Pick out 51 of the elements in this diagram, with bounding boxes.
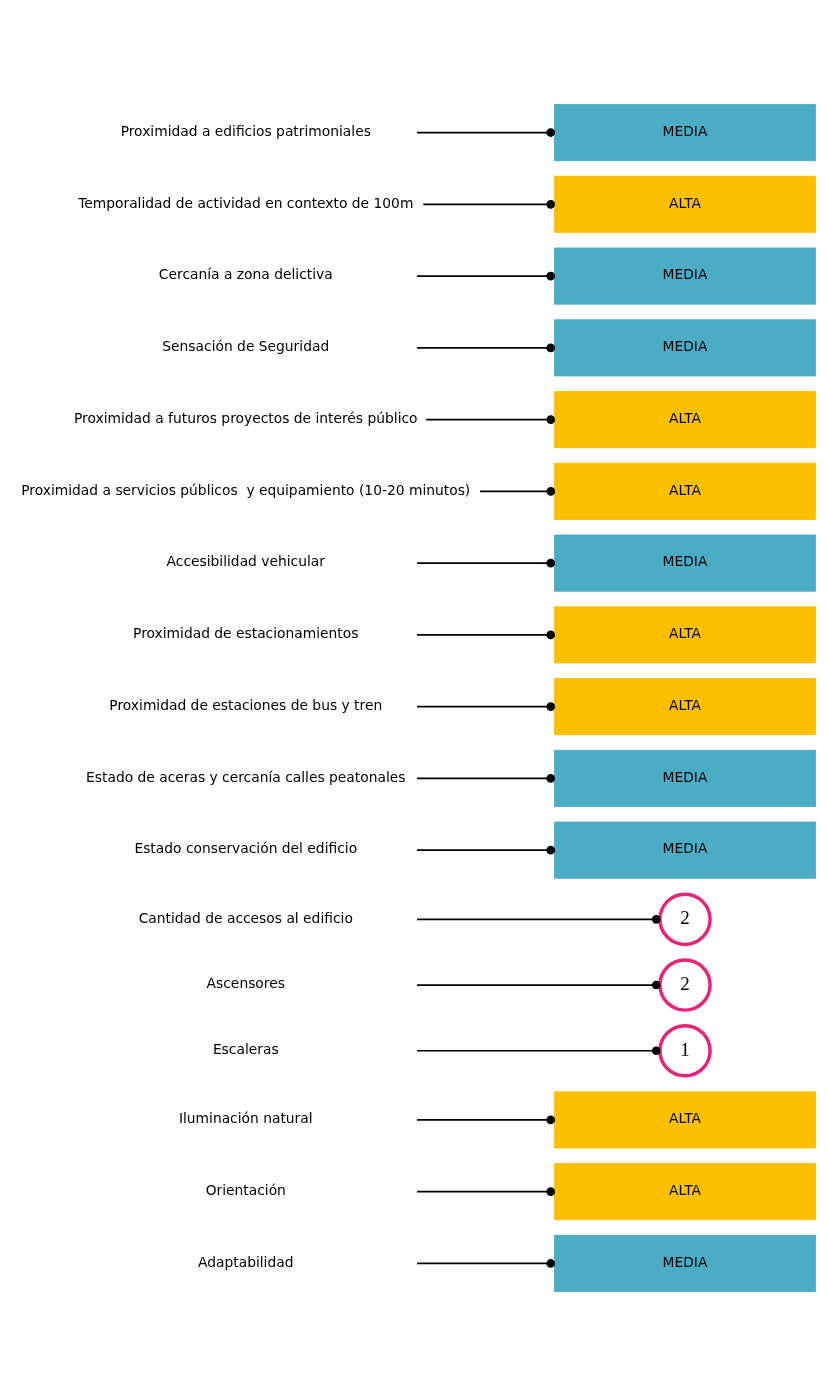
node-text: Temporalidad de actividad en contexto de 100m xyxy=(78,194,414,211)
node-box: MEDIA xyxy=(554,1234,816,1292)
node-text: Cercanía a zona delictiva xyxy=(158,265,333,282)
node-box: ALTA xyxy=(554,677,816,735)
node-text: Adaptabilidad xyxy=(198,1253,294,1270)
node-box: ALTA xyxy=(554,462,816,520)
node-text: Estado de aceras y cercanía calles peatonales xyxy=(86,768,406,785)
connector xyxy=(425,414,556,424)
connector xyxy=(416,127,556,137)
node-text: Proximidad a servicios públicos y equipamiento (10-20 minutos) xyxy=(21,481,471,498)
node-text: Iluminación natural xyxy=(178,1109,313,1126)
node-box: ALTA xyxy=(554,1162,816,1220)
node-text: Ascensores xyxy=(206,974,285,991)
node-box: MEDIA xyxy=(554,318,816,376)
node-text: Accesibilidad vehicular xyxy=(166,552,325,569)
connector xyxy=(416,343,556,352)
node-circle: 2 xyxy=(658,957,712,1012)
node-text: Escaleras xyxy=(212,1040,279,1057)
node-box: MEDIA xyxy=(554,103,816,161)
connector xyxy=(416,271,556,280)
node-text: Sensación de Seguridad xyxy=(162,337,330,354)
node-box: MEDIA xyxy=(554,749,816,807)
connector xyxy=(416,1258,556,1268)
node-text: Proximidad a edificios patrimoniales xyxy=(120,122,371,139)
node-box: MEDIA xyxy=(554,247,816,305)
node-text: Orientación xyxy=(205,1181,286,1198)
node-text: Proximidad a futuros proyectos de interés público xyxy=(73,409,418,426)
connector xyxy=(416,914,661,924)
node-box: ALTA xyxy=(554,390,816,448)
node-box: ALTA xyxy=(554,1090,816,1148)
node-box: MEDIA xyxy=(554,534,816,592)
connector xyxy=(479,486,556,496)
connector xyxy=(416,1045,661,1055)
connector xyxy=(416,845,556,854)
node-circle: 2 xyxy=(658,892,712,946)
node-circle: 1 xyxy=(658,1023,712,1078)
connector xyxy=(416,701,556,711)
connector xyxy=(416,773,556,783)
connector xyxy=(422,199,556,209)
connector xyxy=(416,630,556,639)
node-box: ALTA xyxy=(554,175,816,233)
node-box: MEDIA xyxy=(554,821,816,879)
connector xyxy=(416,558,556,567)
node-text: Proximidad de estaciones de bus y tren xyxy=(109,696,383,713)
node-text: Estado conservación del edificio xyxy=(134,839,358,856)
connector xyxy=(416,980,661,989)
node-text: Cantidad de accesos al edificio xyxy=(138,909,353,926)
connector xyxy=(416,1115,556,1124)
connector xyxy=(416,1186,556,1196)
node-box: ALTA xyxy=(554,605,816,663)
node-text: Proximidad de estacionamientos xyxy=(133,624,359,641)
